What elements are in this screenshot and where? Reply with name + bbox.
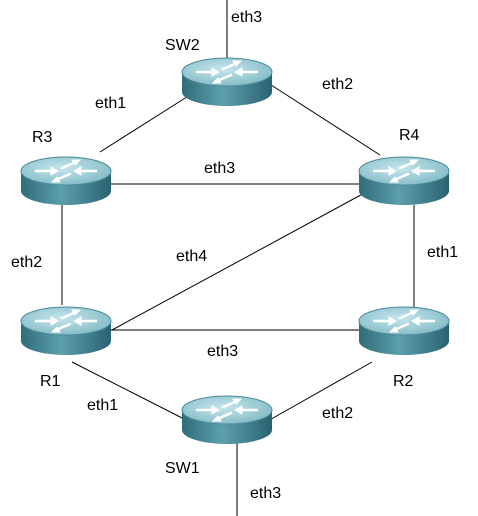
device-sw1[interactable] xyxy=(180,394,274,446)
switch-icon xyxy=(180,394,274,446)
iface-label-r3-sw2: eth1 xyxy=(95,95,126,112)
link-sw2-r4 xyxy=(267,82,381,156)
label-sw1: SW1 xyxy=(165,460,200,477)
device-sw2[interactable] xyxy=(180,56,274,108)
label-r3: R3 xyxy=(32,129,53,146)
label-r4: R4 xyxy=(399,127,420,144)
iface-label-r4-r2: eth1 xyxy=(427,244,458,261)
links xyxy=(61,0,415,516)
router-icon xyxy=(19,155,113,207)
iface-label-r2-sw1: eth2 xyxy=(322,405,353,422)
iface-label-r3-r4: eth3 xyxy=(204,160,235,177)
label-sw2: SW2 xyxy=(165,37,200,54)
switch-icon xyxy=(180,56,274,108)
device-r3[interactable] xyxy=(19,155,113,207)
iface-label-r1-r2: eth3 xyxy=(207,343,238,360)
router-icon xyxy=(357,155,451,207)
link-r3-sw2 xyxy=(99,94,191,153)
router-icon xyxy=(357,305,451,357)
link-r1-sw1 xyxy=(71,361,191,423)
iface-label-sw2-r4: eth2 xyxy=(322,76,353,93)
label-r1: R1 xyxy=(40,373,61,390)
iface-label-sw1-uplink: eth3 xyxy=(250,485,281,502)
device-r4[interactable] xyxy=(357,155,451,207)
device-r1[interactable] xyxy=(19,305,113,357)
iface-label-r1-r4: eth4 xyxy=(176,248,207,265)
iface-label-r3-r1: eth2 xyxy=(11,254,42,271)
iface-label-r1-sw1: eth1 xyxy=(87,397,118,414)
router-icon xyxy=(19,305,113,357)
link-r2-sw1 xyxy=(265,361,373,423)
iface-label-sw2-uplink: eth3 xyxy=(231,9,262,26)
label-r2: R2 xyxy=(393,373,414,390)
link-r1-r4 xyxy=(111,189,371,331)
device-r2[interactable] xyxy=(357,305,451,357)
